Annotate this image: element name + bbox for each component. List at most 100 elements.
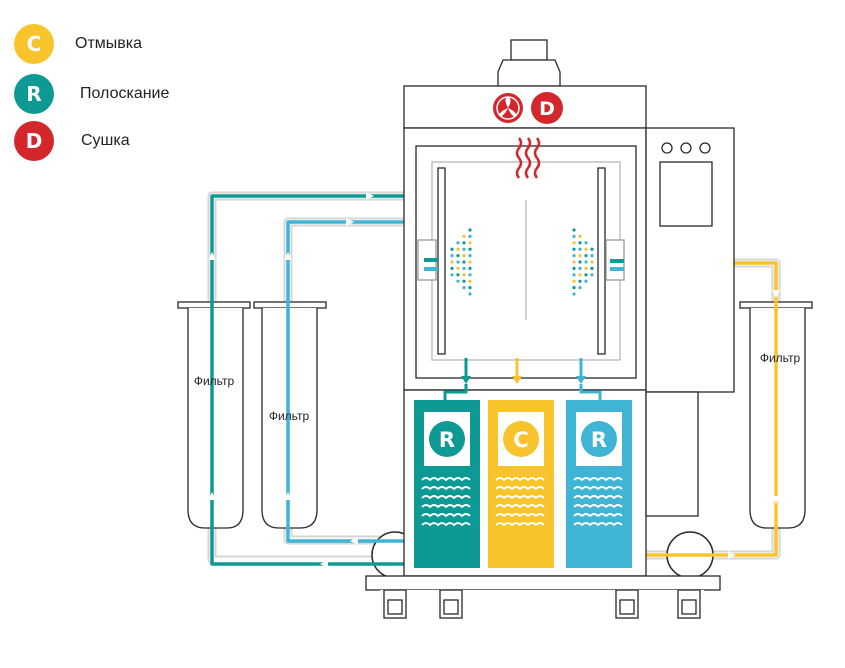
spray-dot	[578, 286, 582, 290]
spray-dot	[572, 247, 576, 251]
water-wave-icon	[421, 513, 471, 518]
spray-dot	[578, 273, 582, 277]
spray-dot	[590, 266, 594, 270]
spray-dot	[468, 286, 472, 290]
spray-dot	[584, 247, 588, 251]
water-wave-icon	[573, 495, 623, 500]
spray-dot	[590, 260, 594, 264]
spray-dots-left	[450, 228, 472, 296]
spray-dot	[450, 247, 454, 251]
water-wave-icon	[421, 504, 471, 509]
spray-dot	[468, 292, 472, 296]
water-wave-icon	[495, 495, 545, 500]
spray-dot	[462, 286, 466, 290]
spray-dot	[462, 234, 466, 238]
spray-dot	[572, 260, 576, 264]
spray-dot	[456, 266, 460, 270]
spray-dot	[456, 247, 460, 251]
spray-dot	[584, 279, 588, 283]
spray-dot	[584, 241, 588, 245]
legend-label-dry: Сушка	[81, 132, 130, 149]
spray-dot	[572, 228, 576, 232]
spray-dot	[578, 247, 582, 251]
heat-waves-icon	[515, 137, 541, 179]
tank-badge-icon	[581, 421, 617, 457]
inlet-right-teal	[610, 259, 624, 263]
spray-dot	[456, 260, 460, 264]
water-wave-icon	[421, 495, 471, 500]
dry-badge-icon: D	[14, 121, 54, 161]
spray-dot	[468, 266, 472, 270]
spray-dot	[578, 241, 582, 245]
filter-left-outer	[177, 301, 251, 529]
spray-dot	[572, 292, 576, 296]
spray-dot	[462, 241, 466, 245]
tank-badge-icon	[503, 421, 539, 457]
drain-pipe-lightblue	[579, 384, 602, 400]
water-wave-icon	[573, 522, 623, 527]
spray-dot	[468, 273, 472, 277]
spray-dot	[584, 273, 588, 277]
inlet-lightblue	[424, 267, 438, 271]
spray-dot	[584, 254, 588, 258]
spray-dot	[456, 273, 460, 277]
spray-dot	[578, 260, 582, 264]
inlet-teal	[424, 258, 438, 262]
control-display	[659, 161, 713, 227]
rinse-badge-icon: R	[14, 74, 54, 114]
spray-dot	[578, 266, 582, 270]
spray-dot	[468, 234, 472, 238]
spray-dot	[468, 241, 472, 245]
spray-dot	[450, 260, 454, 264]
tank-3: R	[566, 400, 632, 568]
control-knob-1[interactable]	[661, 142, 673, 154]
spray-dot	[468, 279, 472, 283]
casters	[383, 589, 701, 619]
spray-dot	[462, 247, 466, 251]
control-knob-3[interactable]	[699, 142, 711, 154]
spray-dot	[462, 266, 466, 270]
spray-dot	[462, 279, 466, 283]
spray-rail-right	[597, 167, 606, 355]
base-frame	[365, 575, 721, 591]
dry-mode-badge: D	[531, 92, 563, 124]
spray-dot	[572, 286, 576, 290]
spray-dot	[590, 273, 594, 277]
spray-dot	[578, 254, 582, 258]
spray-dot	[462, 273, 466, 277]
water-wave-icon	[495, 477, 545, 482]
spray-dot	[578, 234, 582, 238]
drain-arrows	[461, 358, 586, 384]
spray-dot	[450, 254, 454, 258]
fan-icon	[493, 93, 523, 123]
exhaust-hood	[497, 59, 561, 87]
dry-mode-letter: D	[539, 98, 555, 120]
legend-label-rinse: Полоскание	[80, 85, 170, 102]
water-wave-icon	[495, 513, 545, 518]
control-knob-2[interactable]	[680, 142, 692, 154]
spray-dot	[468, 228, 472, 232]
spray-dot	[572, 234, 576, 238]
spray-dots-right	[572, 228, 594, 296]
spray-dot	[462, 260, 466, 264]
spray-dot	[578, 279, 582, 283]
wash-badge-icon: C	[14, 24, 54, 64]
filter-label-2: Фильтр	[269, 409, 310, 423]
spray-dot	[468, 260, 472, 264]
spray-dot	[572, 241, 576, 245]
spray-dot	[590, 254, 594, 258]
spray-dot	[584, 260, 588, 264]
water-wave-icon	[421, 522, 471, 527]
spray-dot	[450, 266, 454, 270]
filter-label-3: Фильтр	[760, 351, 801, 365]
lower-side-panel	[645, 391, 699, 517]
spray-dot	[584, 266, 588, 270]
inlet-right-lightblue	[610, 267, 624, 271]
spray-dot	[468, 247, 472, 251]
spray-rail-left	[437, 167, 446, 355]
spray-dot	[572, 273, 576, 277]
drain-pipe-teal	[443, 384, 468, 400]
top-module	[403, 85, 647, 129]
